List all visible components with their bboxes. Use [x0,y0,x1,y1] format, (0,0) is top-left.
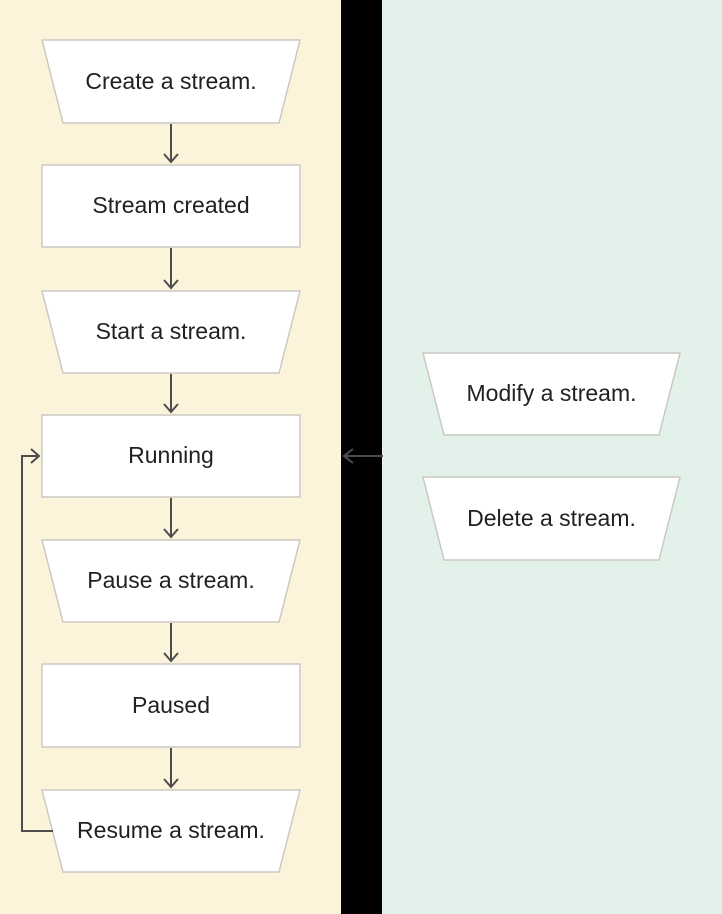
node-label-text: Create a stream. [85,67,257,94]
flow-node-delete-a-stream: Delete a stream. [423,477,680,560]
node-label-text: Stream created [92,192,250,219]
arrow-start-to-running [163,374,179,414]
node-label-text: Running [128,442,214,469]
node-label-text: Start a stream. [95,318,247,345]
pause-a-stream-shape [41,539,301,623]
flow-node-stream-created: Stream created [42,165,300,247]
node-label-text: Resume a stream. [77,817,265,844]
start-a-stream-shape [41,290,301,374]
flow-node-pause-a-stream: Pause a stream. [42,540,300,622]
arrow-created-to-start [163,248,179,290]
arrow-paused-to-resume [163,748,179,789]
flow-node-resume-a-stream: Resume a stream. [42,790,300,872]
actions-panel-background [382,0,722,914]
arrow-create-to-created [163,124,179,164]
stream-created-shape [41,164,301,248]
arrow-running-to-pause [163,498,179,539]
delete-a-stream-shape [422,476,681,561]
node-label-text: Pause a stream. [87,567,255,594]
node-label-text: Delete a stream. [467,504,636,531]
paused-shape [41,663,301,748]
running-shape [41,414,301,498]
flow-node-create-a-stream: Create a stream. [42,40,300,123]
flow-node-start-a-stream: Start a stream. [42,291,300,373]
modify-a-stream-shape [422,352,681,436]
arrow-pause-to-paused [163,623,179,663]
node-label-text: Paused [131,691,210,718]
loop-back-arrow-resume-to-running [21,448,53,832]
flow-node-paused: Paused [42,664,300,747]
flow-node-modify-a-stream: Modify a stream. [423,353,680,435]
resume-a-stream-shape [41,789,301,873]
flow-node-running: Running [42,415,300,497]
create-a-stream-shape [41,39,301,124]
actions-to-running-arrow [342,448,383,464]
node-label-text: Modify a stream. [466,380,637,407]
